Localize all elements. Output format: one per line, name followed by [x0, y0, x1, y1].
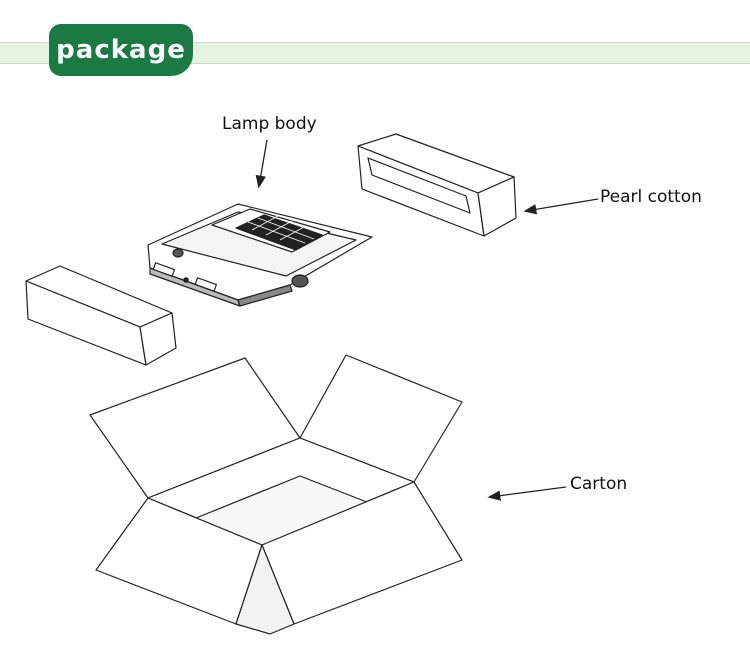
carton-box: [89, 354, 463, 635]
carton-arrow: [487, 486, 567, 501]
carton-label: Carton: [570, 474, 628, 494]
title-tab: package: [49, 24, 193, 76]
lamp-body-arrow: [255, 139, 268, 189]
pearl-cotton-foam-hollow: [357, 133, 517, 237]
pearl-cotton-arrow: [523, 198, 599, 215]
pearl-cotton-label: Pearl cotton: [600, 187, 702, 207]
pearl-cotton-foam-solid: [25, 265, 177, 366]
lamp-body: [147, 203, 373, 307]
lamp-body-label: Lamp body: [222, 114, 317, 134]
page-title: package: [56, 35, 186, 65]
